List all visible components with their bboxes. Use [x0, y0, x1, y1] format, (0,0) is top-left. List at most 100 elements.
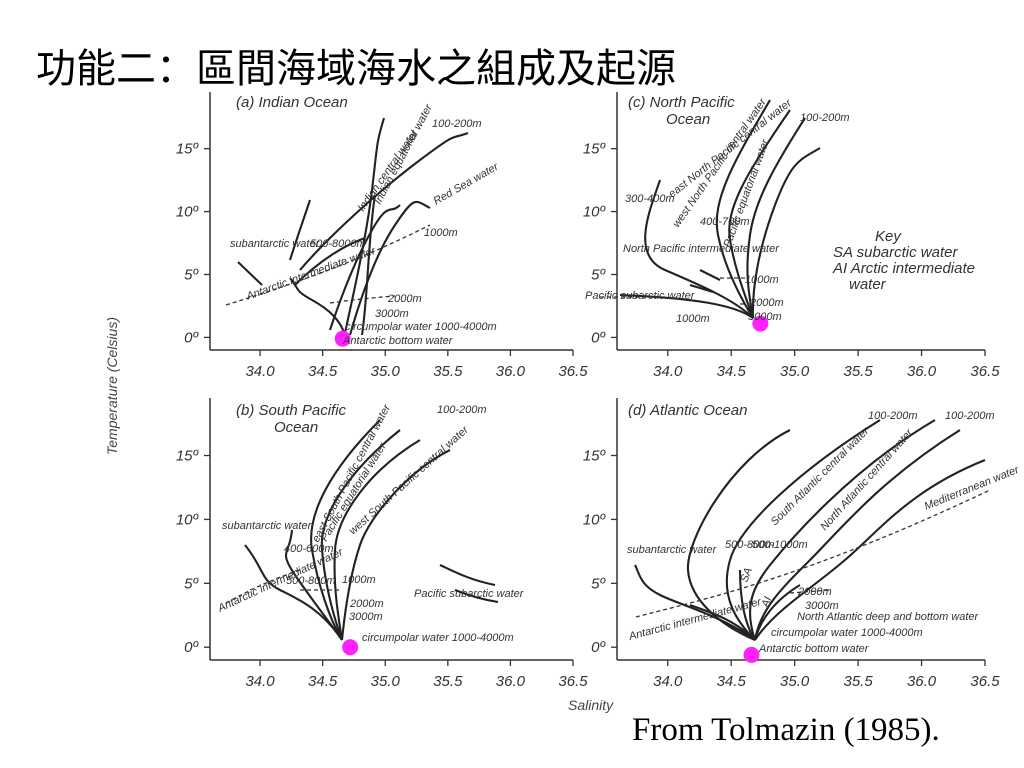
- x-tick-label: 34.5: [308, 673, 338, 690]
- ts-curve: [753, 429, 961, 641]
- curve-label: circumpolar water 1000-4000m: [771, 627, 923, 639]
- ts-curve: [439, 564, 496, 587]
- ts-curve: [689, 604, 756, 641]
- ts-dashed-curve: [225, 224, 431, 306]
- x-tick-label: 36.0: [907, 673, 937, 690]
- curve-label: circumpolar water 1000-4000m: [362, 632, 514, 644]
- x-tick-label: 34.0: [653, 673, 683, 690]
- curve-label: 100-200m: [945, 410, 995, 422]
- curve-label: 1000m: [745, 274, 779, 286]
- x-tick-label: 35.0: [780, 673, 810, 690]
- curve-label: AI: [759, 595, 774, 610]
- ts-curve: [644, 179, 754, 319]
- curve-label: North Atlantic deep and bottom water: [797, 611, 980, 623]
- curve-label: SA: [739, 566, 755, 584]
- y-tick-label: 15º: [176, 448, 200, 465]
- highlight-point: [743, 646, 760, 663]
- y-tick-label: 5º: [591, 266, 606, 283]
- x-tick-label: 35.5: [844, 673, 874, 690]
- curve-label: 2000m: [797, 586, 832, 598]
- curve-label: 100-200m: [432, 118, 482, 130]
- curve-label: 3000m: [375, 308, 409, 320]
- y-tick-label: 15º: [583, 141, 607, 158]
- x-tick-label: 34.5: [717, 363, 747, 380]
- highlight-point: [752, 315, 769, 332]
- y-tick-label: 0º: [184, 639, 199, 656]
- curve-label: Indian central water: [356, 127, 422, 214]
- curve-label: Red Sea water: [432, 160, 502, 207]
- x-tick-label: 35.0: [780, 363, 810, 380]
- key-entry: water: [849, 276, 887, 293]
- ts-curve: [738, 569, 756, 641]
- ts-dashed-curve: [329, 295, 396, 304]
- curve-label: 300-400m: [625, 193, 675, 205]
- curve-label: 500-8000m: [310, 238, 366, 250]
- x-axis-label: Salinity: [568, 697, 614, 713]
- y-tick-label: 10º: [583, 511, 607, 528]
- x-tick-label: 35.5: [433, 673, 463, 690]
- curve-label: subantarctic water: [627, 544, 718, 556]
- y-tick-label: 15º: [176, 141, 200, 158]
- ts-curve: [343, 117, 386, 334]
- key-title: Key: [875, 228, 902, 245]
- curve-label: circumpolar water 1000-4000m: [345, 321, 497, 333]
- y-tick-label: 0º: [591, 329, 606, 346]
- curve-label: North Atlantic central water: [818, 426, 916, 533]
- ts-curve: [244, 544, 343, 641]
- y-tick-label: 0º: [591, 639, 606, 656]
- ts-curve: [619, 293, 754, 319]
- x-tick-label: 36.5: [970, 673, 1000, 690]
- x-tick-label: 34.5: [308, 363, 338, 380]
- y-tick-label: 5º: [184, 575, 199, 592]
- curve-label: 100-200m: [800, 112, 850, 124]
- curve-label: North Pacific intermediate water: [623, 243, 780, 255]
- curve-label: 500-800m: [286, 575, 336, 587]
- x-tick-label: 35.5: [844, 363, 874, 380]
- ts-curve: [333, 439, 421, 641]
- panel-title: (c) North Pacific: [628, 94, 735, 111]
- ts-curve: [753, 584, 801, 641]
- curve-label: 1000m: [424, 227, 458, 239]
- ts-curve: [754, 459, 986, 641]
- x-tick-label: 36.0: [496, 673, 526, 690]
- slide-title: 功能二：區間海域海水之組成及起源: [36, 46, 676, 92]
- ts-curve: [689, 283, 714, 294]
- y-tick-label: 5º: [591, 575, 606, 592]
- source-credit: From Tolmazin (1985).: [632, 712, 940, 748]
- curve-label: 2000m: [749, 297, 784, 309]
- curve-label: 100-200m: [437, 404, 487, 416]
- ts-curve: [715, 99, 771, 319]
- ts-curve: [310, 419, 381, 641]
- x-tick-label: 36.0: [907, 363, 937, 380]
- curve-label: Antarctic bottom water: [758, 643, 870, 655]
- ts-curve: [237, 261, 263, 286]
- curve-label: 1000m: [342, 574, 376, 586]
- x-tick-label: 34.0: [245, 363, 275, 380]
- curve-label: 1000m: [676, 313, 710, 325]
- curve-label: subantarctic water: [230, 238, 321, 250]
- ts-curve: [320, 429, 401, 641]
- ts-curve: [289, 277, 346, 336]
- x-tick-label: 34.5: [717, 673, 747, 690]
- y-tick-label: 0º: [184, 329, 199, 346]
- key-entry: AI Arctic intermediate: [832, 260, 975, 277]
- y-tick-label: 10º: [583, 204, 607, 221]
- ts-curve: [725, 419, 881, 641]
- curve-label: 500-1000m: [752, 539, 808, 551]
- curve-label: 2000m: [387, 293, 422, 305]
- highlight-point: [342, 639, 359, 656]
- ts-dashed-curve: [225, 569, 301, 604]
- x-tick-label: 35.0: [371, 363, 401, 380]
- ts-curve: [728, 109, 791, 319]
- ts-dashed-curve: [635, 489, 991, 618]
- panel-title: (a) Indian Ocean: [236, 94, 348, 111]
- curve-label: subantarctic water: [222, 520, 313, 532]
- curve-label: 100-200m: [868, 410, 918, 422]
- y-tick-label: 10º: [176, 204, 200, 221]
- y-tick-label: 10º: [176, 511, 200, 528]
- ts-curve: [299, 132, 469, 271]
